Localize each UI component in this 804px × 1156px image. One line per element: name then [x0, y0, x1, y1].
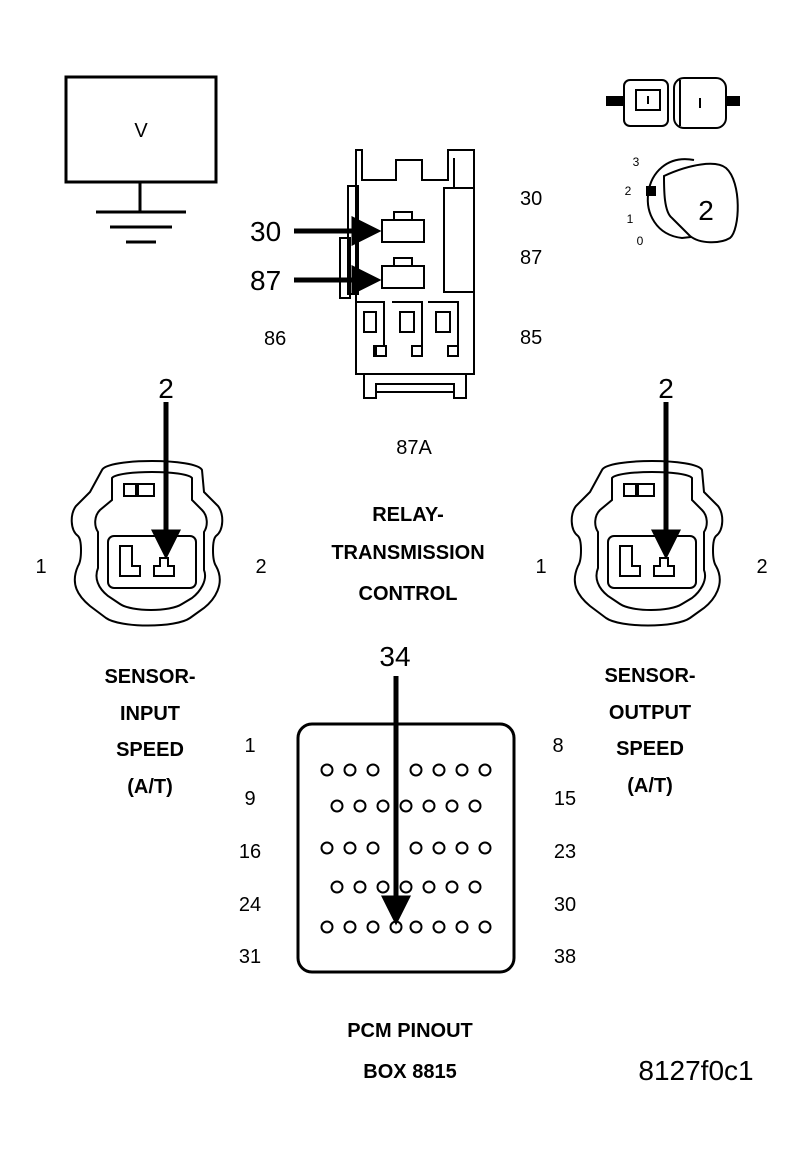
pcm-pin-grid [320, 763, 492, 934]
pcm-left-pin-label: 31 [239, 946, 261, 968]
pcm-pin-hole [353, 880, 367, 894]
relay-lower-terminals [356, 301, 459, 357]
pcm-pin-hole [409, 920, 423, 934]
pcm-pin-hole [343, 841, 357, 855]
output-sensor-callout: 2 [658, 373, 674, 404]
output-speed-sensor-connector [570, 460, 724, 627]
input-sensor-pin-1-label: 1 [35, 556, 46, 578]
output-sensor-title-line-1: SENSOR- [604, 665, 695, 687]
pcm-callout: 34 [379, 641, 410, 672]
pcm-pin-hole [366, 920, 380, 934]
input-sensor-title-line-4: (A/T) [127, 776, 173, 798]
pcm-left-pin-label: 24 [239, 894, 261, 916]
input-speed-sensor-connector [70, 460, 224, 627]
ground-symbol [96, 210, 186, 244]
input-sensor-pin-2-label: 2 [255, 556, 266, 578]
ignition-lock-icon: 3 2 1 0 2 [625, 155, 739, 248]
pcm-pin-hole [468, 880, 482, 894]
key-position-label: 0 [637, 234, 644, 248]
relay-terminal-85-label: 85 [520, 327, 542, 349]
pcm-pin-hole [330, 799, 344, 813]
pcm-pin-hole [455, 841, 469, 855]
pcm-pin-hole [478, 841, 492, 855]
pcm-pin-hole [343, 763, 357, 777]
output-sensor-title-line-2: OUTPUT [609, 702, 691, 724]
pcm-pin-hole [432, 920, 446, 934]
pcm-pin-hole [432, 763, 446, 777]
pcm-right-pin-label: 23 [554, 841, 576, 863]
key-connector-icon [606, 77, 740, 129]
pcm-pin-hole [445, 880, 459, 894]
pcm-pin-hole [320, 920, 334, 934]
pcm-pin-hole [455, 763, 469, 777]
pcm-pin-hole [399, 880, 413, 894]
pcm-pin-hole [468, 799, 482, 813]
pcm-pin-hole [376, 880, 390, 894]
relay-title-line-3: CONTROL [359, 583, 458, 605]
voltmeter: V [64, 75, 218, 244]
output-sensor-pin-2-label: 2 [756, 556, 767, 578]
pcm-pin-hole [353, 799, 367, 813]
relay-callout-87: 87 [250, 265, 281, 296]
figure-id: 8127f0c1 [638, 1055, 753, 1086]
pcm-left-pin-label: 16 [239, 841, 261, 863]
pcm-connector [296, 722, 516, 974]
pcm-right-pin-label: 30 [554, 894, 576, 916]
relay-title-line-2: TRANSMISSION [331, 542, 484, 564]
pcm-pin-hole [445, 799, 459, 813]
pcm-pin-hole [320, 841, 334, 855]
pcm-pin-hole [478, 920, 492, 934]
pcm-pin-hole [389, 920, 403, 934]
relay-terminal-87-slot [381, 257, 425, 289]
voltmeter-label: V [134, 120, 148, 142]
relay-terminal-87a-label: 87A [396, 437, 432, 459]
output-sensor-pin-1-label: 1 [535, 556, 546, 578]
input-sensor-title-line-3: SPEED [116, 739, 184, 761]
pcm-pin-hole [343, 920, 357, 934]
pcm-pin-hole [366, 763, 380, 777]
key-position-label: 2 [625, 184, 632, 198]
pcm-pin-hole [455, 920, 469, 934]
key-position-label: 3 [633, 155, 640, 169]
relay-terminal-86-label: 86 [264, 328, 286, 350]
input-sensor-title-line-1: SENSOR- [104, 666, 195, 688]
key-position-label: 1 [627, 212, 634, 226]
relay-title-line-1: RELAY- [372, 504, 444, 526]
pcm-pin-hole [320, 763, 334, 777]
relay-body [339, 149, 475, 399]
key-number-label: 2 [698, 195, 714, 226]
input-sensor-callout: 2 [158, 373, 174, 404]
output-sensor-title-line-4: (A/T) [627, 775, 673, 797]
pcm-pin-hole [409, 763, 423, 777]
pcm-pin-hole [432, 841, 446, 855]
pcm-left-pin-label: 1 [244, 735, 255, 757]
input-sensor-title-line-2: INPUT [120, 703, 180, 725]
pcm-pin-hole [478, 763, 492, 777]
pcm-pin-hole [366, 841, 380, 855]
pcm-left-pin-label: 9 [244, 788, 255, 810]
pcm-pin-hole [330, 880, 344, 894]
relay-callout-30: 30 [250, 216, 281, 247]
pcm-pin-hole [376, 799, 390, 813]
relay-terminal-87-label: 87 [520, 247, 542, 269]
pcm-title-line-1: PCM PINOUT [347, 1020, 473, 1042]
relay-terminal-30-slot [381, 211, 425, 243]
pcm-title-line-2: BOX 8815 [363, 1061, 456, 1083]
relay-terminal-30-label: 30 [520, 188, 542, 210]
pcm-right-pin-label: 8 [552, 735, 563, 757]
pcm-right-pin-label: 15 [554, 788, 576, 810]
pcm-pin-hole [422, 880, 436, 894]
pcm-right-pin-label: 38 [554, 946, 576, 968]
pcm-pin-hole [422, 799, 436, 813]
output-sensor-title-line-3: SPEED [616, 738, 684, 760]
pcm-pin-hole [409, 841, 423, 855]
pcm-pin-hole [399, 799, 413, 813]
